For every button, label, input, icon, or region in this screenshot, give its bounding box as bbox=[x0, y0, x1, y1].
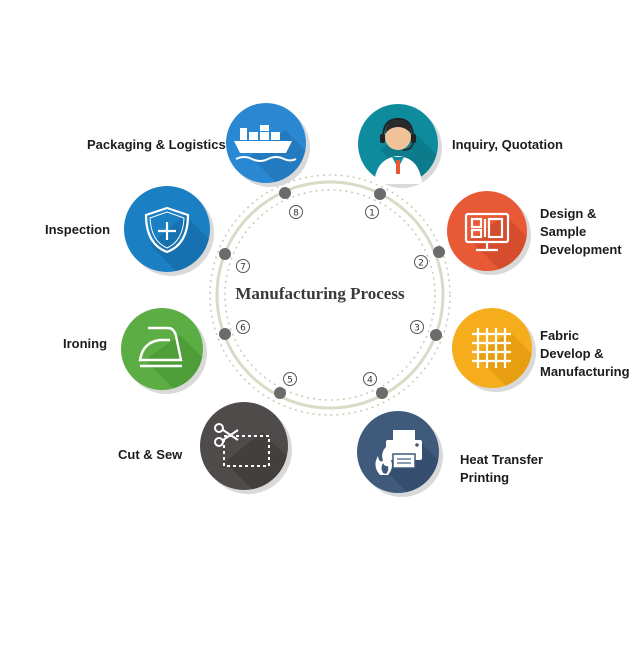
monitor-design-icon bbox=[464, 212, 510, 252]
cargo-ship-icon bbox=[234, 125, 297, 162]
shield-plus-icon bbox=[144, 206, 190, 254]
process-ring-dotted bbox=[224, 189, 436, 401]
step-3-number: 3 bbox=[414, 324, 420, 334]
step-3-number-badge bbox=[410, 320, 424, 334]
step-4: 4 bbox=[357, 372, 443, 497]
step-6: 6 bbox=[121, 308, 250, 394]
step-8-dot bbox=[279, 187, 291, 199]
step-2: 2 bbox=[414, 191, 531, 275]
step-4-number-badge bbox=[363, 372, 377, 386]
step-6-number: 6 bbox=[240, 324, 246, 334]
diagram-title: Manufacturing Process bbox=[235, 284, 405, 303]
step-1-number-badge bbox=[365, 205, 379, 219]
step-5-label: Cut & Sew bbox=[118, 447, 183, 462]
step-8-label: Packaging & Logistics bbox=[87, 137, 226, 152]
step-1-dot bbox=[374, 188, 386, 200]
headset-agent-icon bbox=[374, 117, 422, 184]
step-1-number: 1 bbox=[369, 209, 375, 219]
step-7-dot bbox=[219, 248, 231, 260]
step-5-number-badge bbox=[283, 372, 297, 386]
step-4-number: 4 bbox=[367, 376, 373, 386]
fabric-weave-icon bbox=[472, 328, 511, 368]
step-6-label: Ironing bbox=[63, 336, 108, 351]
step-1-label: Inquiry, Quotation bbox=[452, 137, 563, 152]
printer-icon bbox=[375, 430, 422, 475]
step-8-number: 8 bbox=[293, 209, 299, 219]
step-3-dot bbox=[430, 329, 442, 341]
step-2-number: 2 bbox=[418, 259, 424, 269]
step-3: 3 bbox=[410, 308, 536, 392]
step-5-dot bbox=[274, 387, 286, 399]
step-4-dot bbox=[376, 387, 388, 399]
step-5: 5 bbox=[200, 372, 297, 494]
step-6-dot bbox=[219, 328, 231, 340]
step-7-number-badge bbox=[236, 259, 250, 273]
step-4-label: Heat Transfer Printing bbox=[460, 452, 544, 485]
process-ring-dotted-outer bbox=[209, 174, 451, 416]
step-8: 8 bbox=[226, 103, 310, 219]
process-ring bbox=[215, 180, 445, 410]
step-6-number-badge bbox=[236, 320, 250, 334]
scissors-icon bbox=[214, 423, 270, 467]
step-2-label: Design & Sample Development bbox=[540, 206, 622, 257]
step-7: 7 bbox=[124, 186, 250, 276]
step-2-number-badge bbox=[414, 255, 428, 269]
step-5-number: 5 bbox=[287, 376, 293, 386]
step-3-label: Fabric Develop & Manufacturing bbox=[540, 328, 630, 379]
step-2-dot bbox=[433, 246, 445, 258]
step-8-number-badge bbox=[289, 205, 303, 219]
iron-icon bbox=[138, 326, 183, 368]
step-7-number: 7 bbox=[240, 263, 246, 273]
step-7-label: Inspection bbox=[45, 222, 111, 237]
step-1: 1 bbox=[358, 104, 442, 219]
